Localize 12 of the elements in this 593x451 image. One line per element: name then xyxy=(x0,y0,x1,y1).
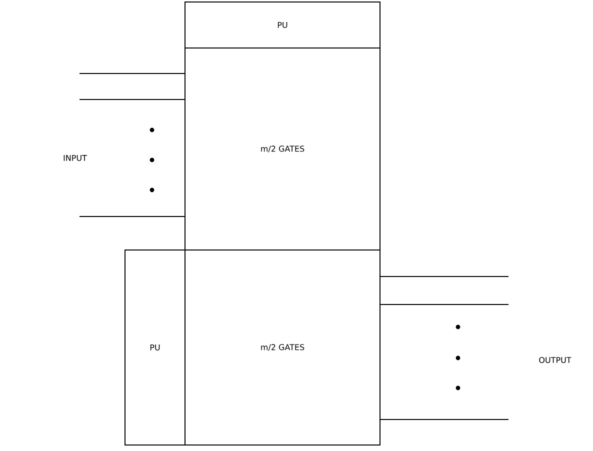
label: OUTPUT xyxy=(539,356,572,364)
box: PU xyxy=(184,2,380,48)
line xyxy=(79,216,185,217)
line xyxy=(380,276,509,277)
box: m/2 GATES xyxy=(184,250,380,446)
line xyxy=(79,73,185,74)
box: PU xyxy=(124,250,186,446)
line xyxy=(380,419,509,420)
label: INPUT xyxy=(64,155,87,161)
line xyxy=(79,99,185,100)
line xyxy=(380,304,509,305)
box: m/2 GATES xyxy=(184,48,380,250)
